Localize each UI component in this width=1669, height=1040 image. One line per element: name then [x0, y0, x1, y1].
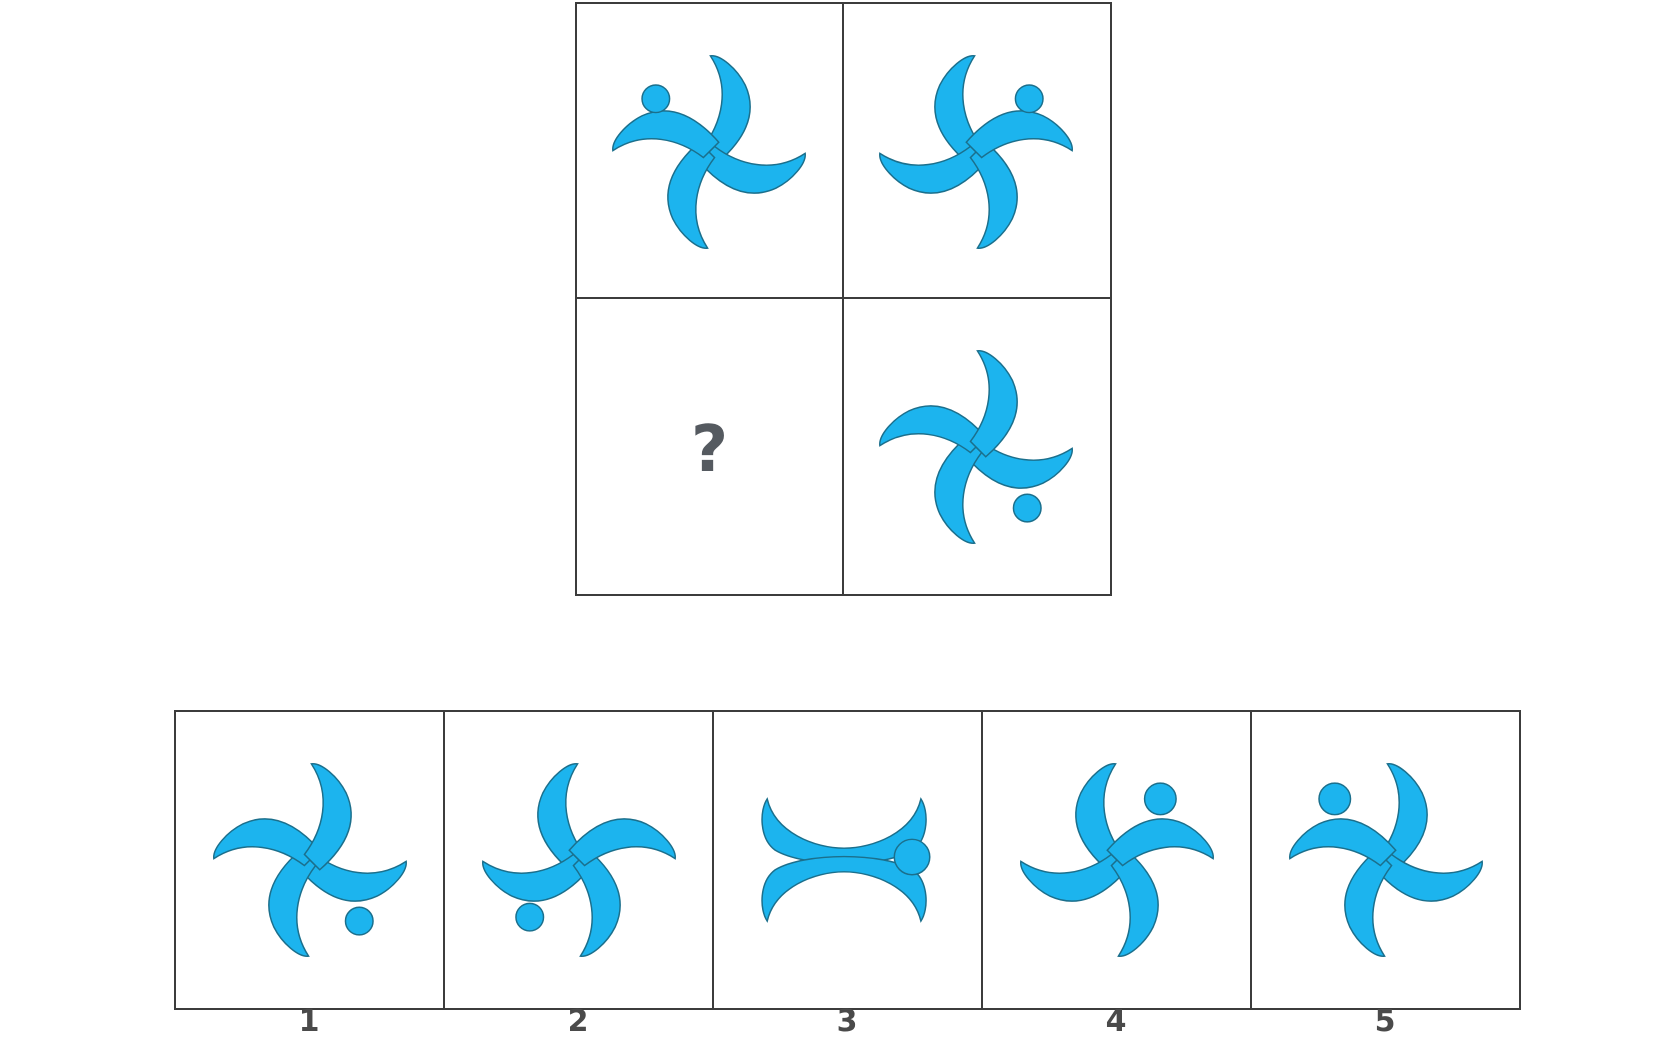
option-2[interactable] [443, 710, 714, 1010]
question-mark: ? [690, 412, 729, 487]
option-3[interactable] [712, 710, 983, 1010]
option-label-5: 5 [1374, 1004, 1396, 1039]
figure-icon [445, 712, 712, 1008]
figure-icon [983, 712, 1250, 1008]
figure-icon [176, 712, 443, 1008]
figure-icon [577, 4, 842, 297]
option-4[interactable] [981, 710, 1252, 1010]
option-1[interactable] [174, 710, 445, 1010]
option-label-2: 2 [567, 1004, 589, 1039]
puzzle-cell-bottom-left: ? [575, 297, 844, 596]
puzzle-cell-bottom-right [842, 297, 1112, 596]
option-label-1: 1 [298, 1004, 320, 1039]
figure-icon [844, 299, 1110, 594]
option-5[interactable] [1250, 710, 1521, 1010]
figure-icon [761, 797, 931, 923]
option-label-4: 4 [1105, 1004, 1127, 1039]
figure-icon [1252, 712, 1519, 1008]
puzzle-cell-top-right [842, 2, 1112, 299]
figure-icon [844, 4, 1110, 297]
puzzle-cell-top-left [575, 2, 844, 299]
option-label-3: 3 [836, 1004, 858, 1039]
